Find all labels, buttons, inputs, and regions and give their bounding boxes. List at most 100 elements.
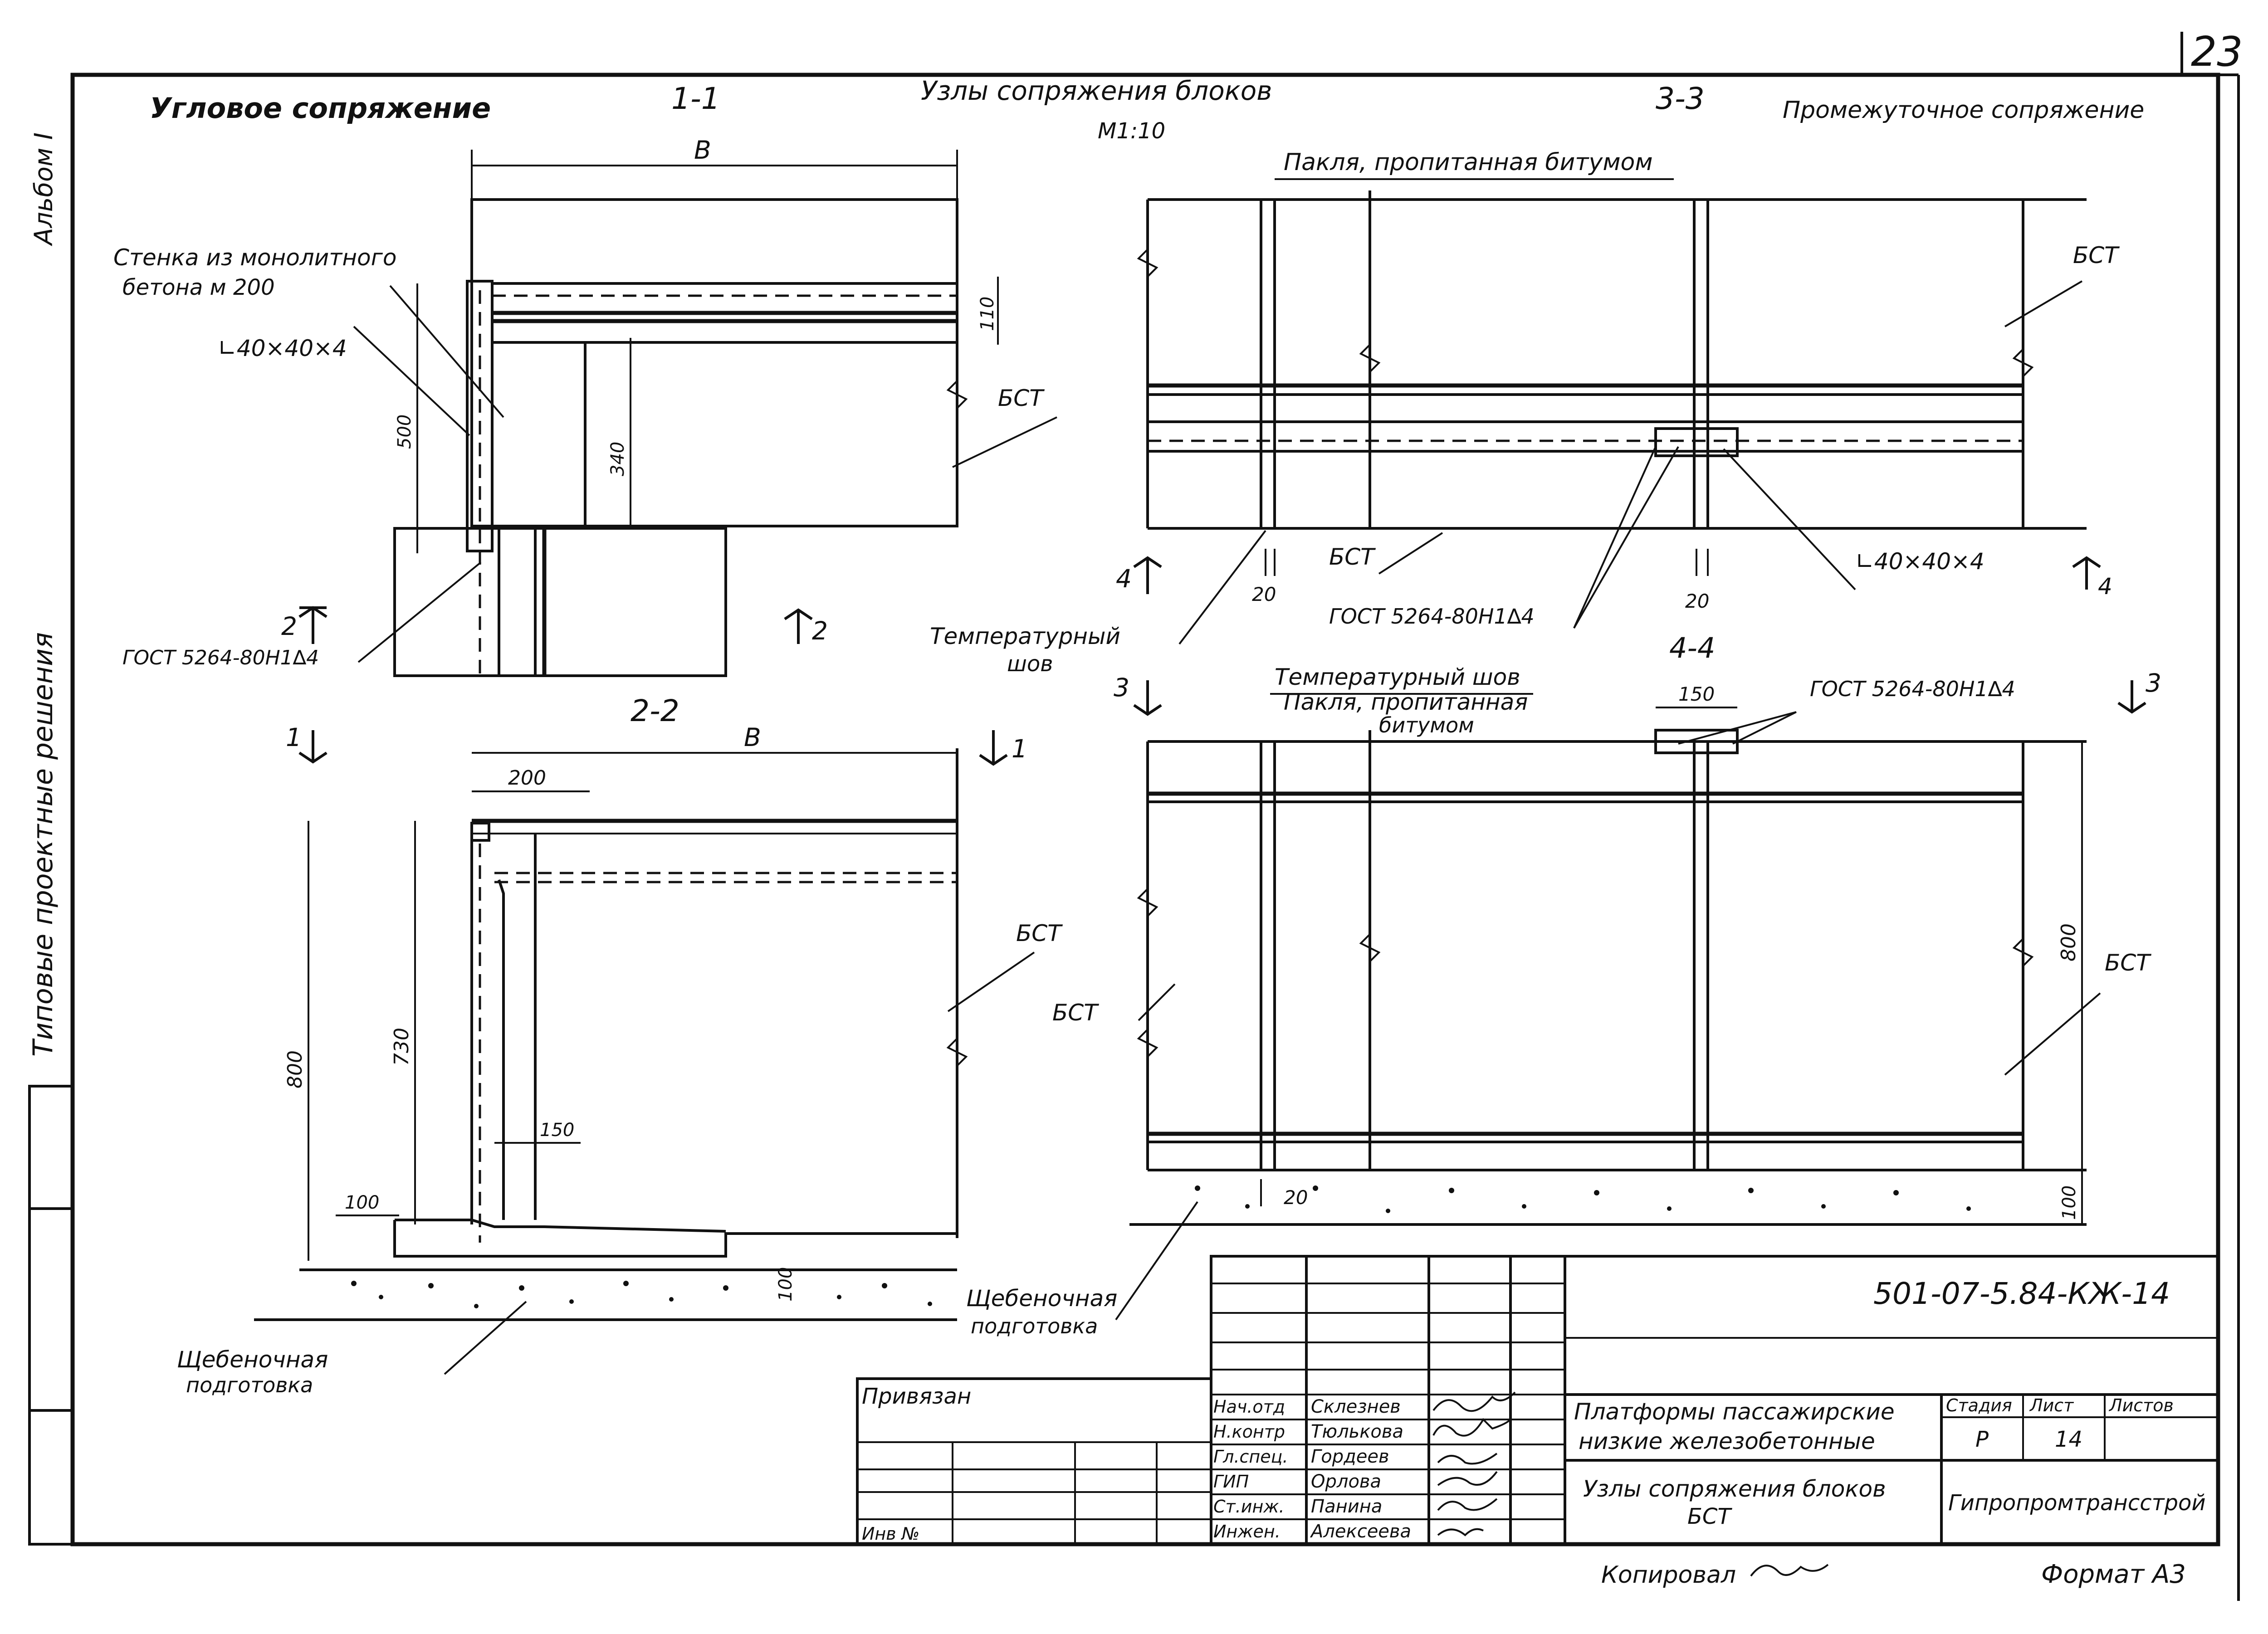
stage-label: Стадия — [1946, 1395, 2012, 1415]
callout-wall-2: бетона м 200 — [122, 275, 275, 300]
cut-mark-3-left: 3 — [1114, 673, 1129, 702]
callout-bst-c: БСТ — [2073, 242, 2120, 268]
inv-label: Инв № — [862, 1524, 919, 1544]
callout-angle: ∟40×40×4 — [218, 335, 347, 361]
cut-arrow-4-left — [1133, 556, 1162, 594]
callout-gost-c: ГОСТ 5264-80Н1∆4 — [1810, 677, 2015, 701]
callout-gravel-a: Щебеночная — [177, 1346, 328, 1373]
cut-arrow-3-right — [2117, 680, 2146, 714]
callout-gravel-b: Щебеночная — [966, 1285, 1117, 1312]
stage-value: Р — [1975, 1427, 1989, 1452]
scale-label: М1:10 — [1098, 118, 1165, 144]
cut-arrow-2-left — [298, 606, 327, 644]
cut-mark-4-left: 4 — [1116, 564, 1132, 593]
project-line-1: Платформы пассажирские — [1574, 1399, 1895, 1425]
cut-arrow-1-left — [298, 730, 327, 764]
leader-gravel-a — [444, 1301, 527, 1375]
signature-3 — [1437, 1471, 1498, 1486]
slab-outline — [470, 198, 958, 527]
signature-2 — [1437, 1453, 1498, 1465]
leader-gost-b-2 — [1573, 446, 1679, 629]
cut-mark-1-right: 1 — [1012, 734, 1027, 763]
callout-temp-joint: Температурный — [930, 623, 1120, 649]
section-3-3-heading: 3-3 — [1656, 81, 1705, 116]
callout-tow-top: Пакля, пропитанная битумом — [1284, 149, 1653, 176]
signature-4 — [1437, 1498, 1498, 1511]
leader-wall — [389, 285, 504, 418]
cut-arrow-3-left — [1133, 680, 1162, 716]
lists-label: Листов — [2108, 1395, 2174, 1415]
album-label: Альбом I — [29, 132, 58, 246]
dim-150a-label: 150 — [540, 1120, 574, 1141]
leader-bst-c — [2004, 280, 2083, 327]
list-value: 14 — [2055, 1427, 2082, 1452]
dim-b2-label: В — [744, 723, 761, 752]
break-mark-3-3b — [1359, 344, 1381, 373]
name-3: Орлова — [1311, 1471, 1381, 1492]
dim-110-label: 110 — [977, 297, 998, 331]
copied-label: Копировал — [1601, 1561, 1736, 1589]
dim-800b-label: 800 — [2057, 923, 2080, 961]
dim-500-label: 500 — [394, 415, 415, 449]
break-mark-2-2 — [946, 1038, 968, 1067]
leader-gost-c-2 — [1732, 711, 1797, 745]
callout-bst-f: БСТ — [2105, 950, 2151, 976]
sheet-title-2: БСТ — [1687, 1504, 1732, 1529]
project-line-2: низкие железобетонные — [1579, 1428, 1875, 1454]
sheet-frame — [70, 73, 2220, 1546]
signature-1 — [1432, 1418, 1511, 1437]
callout-gost-b: ГОСТ 5264-80Н1∆4 — [1329, 604, 1535, 629]
cut-mark-1-left: 1 — [286, 723, 302, 752]
cut-mark-2-left: 2 — [281, 612, 297, 641]
dim-100b-label: 100 — [775, 1267, 796, 1302]
leader-bst-f — [2004, 992, 2101, 1076]
callout-bst-e: БСТ — [1052, 1000, 1099, 1026]
name-0: Склезнев — [1311, 1396, 1401, 1417]
leader-gravel-b — [1115, 1201, 1198, 1321]
callout-bst-b: БСТ — [1016, 920, 1063, 946]
name-4: Панина — [1311, 1496, 1382, 1517]
callout-wall: Стенка из монолитного — [113, 244, 397, 271]
dim-800a-label: 800 — [284, 1050, 307, 1088]
name-2: Гордеев — [1311, 1446, 1389, 1467]
signature-0 — [1432, 1391, 1516, 1412]
section-1-1: В 110 500 340 Стенка из монолитного бето… — [113, 136, 1057, 677]
format-label: Формат А3 — [2041, 1560, 2186, 1589]
main-title-block — [1564, 1255, 2219, 1546]
section-2-2: 2-2 В 200 800 730 150 100 100 БСТ — [177, 693, 1063, 1397]
sheet-title-1: Узлы сопряжения блоков — [1583, 1476, 1886, 1502]
break-mark-1-1 — [946, 380, 968, 409]
weld-plate-3-3 — [1654, 427, 1739, 457]
dim-20c-label: 20 — [1284, 1186, 1308, 1209]
section-4-4-heading: 4-4 — [1669, 631, 1715, 664]
section-3-3: Пакля, пропитанная битумом БСТ БСТ ∟40×4… — [930, 149, 2120, 677]
role-5: Инжен. — [1213, 1522, 1281, 1541]
callout-temp-joint-b: шов — [1007, 651, 1053, 677]
break-mark-3-3c — [2012, 348, 2034, 377]
leader-bst-e — [1138, 983, 1176, 1021]
role-1: Н.контр — [1213, 1422, 1285, 1442]
callout-gost-a: ГОСТ 5264-80Н1∆4 — [122, 646, 319, 669]
stem-taper — [498, 879, 505, 1220]
cut-mark-2-right: 2 — [812, 616, 828, 645]
cut-arrow-4-right — [2072, 556, 2101, 590]
leader-angle-b — [1723, 448, 1856, 590]
leader-bst-d — [1378, 532, 1443, 575]
role-4: Ст.инж. — [1213, 1497, 1285, 1517]
cut-mark-4-right: 4 — [2098, 573, 2112, 600]
callout-gravel-a2: подготовка — [186, 1373, 313, 1397]
angle-node — [470, 822, 490, 842]
dim-730-label: 730 — [390, 1028, 413, 1066]
left-stamp-column — [28, 1085, 74, 1546]
drawing-code: 501-07-5.84-КЖ-14 — [1873, 1276, 2170, 1311]
role-0: Нач.отд — [1213, 1397, 1285, 1417]
dim-150b-label: 150 — [1678, 683, 1715, 705]
footing — [393, 1219, 957, 1258]
callout-angle-b: ∟40×40×4 — [1855, 548, 1984, 575]
leader-bst-b — [947, 951, 1035, 1012]
section-2-2-heading: 2-2 — [631, 693, 679, 728]
privyazan-block — [856, 1377, 1212, 1546]
side-label: Типовые проектные решения — [27, 632, 59, 1057]
base-block — [393, 527, 727, 677]
